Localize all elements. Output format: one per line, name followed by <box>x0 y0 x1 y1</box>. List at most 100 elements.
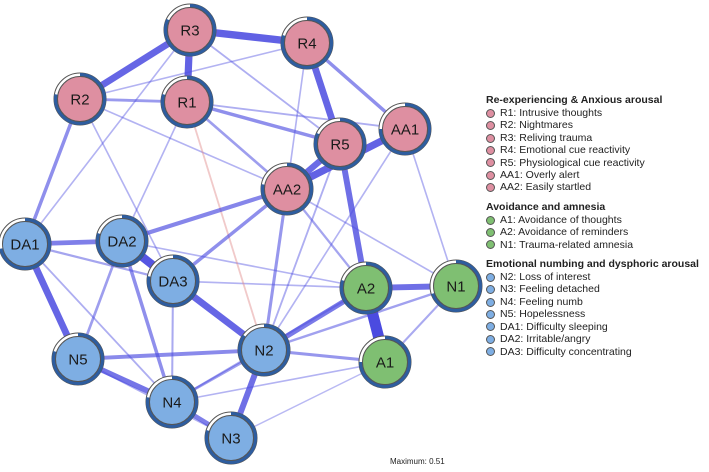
node-n4: N4 <box>145 375 199 429</box>
legend-item: A2: Avoidance of reminders <box>484 226 706 238</box>
legend-swatch <box>486 121 495 131</box>
edge-N2-N1 <box>262 284 458 352</box>
node-pie-arc <box>96 215 148 267</box>
node-label: N2 <box>254 343 273 360</box>
node-label: A2 <box>357 281 375 298</box>
edge-AA2-N2 <box>262 187 289 352</box>
legend-swatch <box>486 347 495 357</box>
node-da2: DA2 <box>95 214 149 268</box>
legend-item: DA2: Irritable/angry <box>484 333 706 345</box>
node-pie-arc <box>146 376 198 428</box>
maximum-label: Maximum: 0.51 <box>390 457 445 466</box>
edge-R2-R4 <box>79 42 308 100</box>
legend-item-label: N5: Hopelessness <box>500 308 586 321</box>
legend-item: R1: Intrusive thoughts <box>484 107 706 119</box>
edge-AA1-N2 <box>263 128 406 351</box>
node-n5: N5 <box>51 332 105 386</box>
node-n2: N2 <box>237 323 291 377</box>
legend-group-title: Emotional numbing and dysphoric arousal <box>486 258 699 271</box>
legend-item-label: R3: Reliving trauma <box>500 131 593 144</box>
legend-item-label: DA2: Irritable/angry <box>500 333 591 346</box>
node-r5: R5 <box>313 117 367 171</box>
node-pie-arc <box>147 255 199 307</box>
node-pie-arc <box>379 103 431 155</box>
legend-item: N1: Trauma-related amnesia <box>484 239 706 251</box>
node-r1: R1 <box>160 75 214 129</box>
node-fill <box>343 265 389 311</box>
node-pie-arc <box>54 73 106 125</box>
node-r3: R3 <box>163 3 217 57</box>
node-fill <box>241 327 287 373</box>
edge-DA1-N4 <box>24 243 173 403</box>
node-label: AA1 <box>391 122 419 139</box>
node-label: N5 <box>68 352 87 369</box>
node-pie-arc <box>261 163 313 215</box>
node-pie-arc <box>340 262 392 314</box>
node-fill <box>99 218 145 264</box>
node-fill <box>284 20 330 66</box>
node-pie-arc <box>314 118 366 170</box>
node-label: DA1 <box>10 237 39 254</box>
legend-swatch <box>486 183 495 193</box>
node-fill <box>167 7 213 53</box>
node-pie-arc <box>359 336 411 388</box>
edge-AA1-N1 <box>404 128 457 287</box>
edge-R5-N2 <box>263 143 341 351</box>
legend-item: AA2: Easily startled <box>484 181 706 193</box>
legend-swatch <box>486 133 495 143</box>
edge-R3-DA1 <box>24 29 191 245</box>
node-n1: N1 <box>429 259 483 313</box>
edge-N3-A1 <box>230 361 386 439</box>
node-label: AA2 <box>273 182 301 199</box>
edge-N5-N2 <box>76 348 266 361</box>
edge-R1-N2 <box>186 101 265 351</box>
edge-DA2-A2 <box>121 240 367 289</box>
legend-item: N4: Feeling numb <box>484 296 706 308</box>
legend-item-label: N1: Trauma-related amnesia <box>500 238 634 251</box>
legend-swatch <box>486 145 495 155</box>
node-label: DA2 <box>107 234 136 251</box>
node-a2: A2 <box>339 261 393 315</box>
node-fill <box>57 76 103 122</box>
node-pie-arc <box>238 324 290 376</box>
legend-item-label: R4: Emotional cue reactivity <box>500 144 631 157</box>
legend-item: N5: Hopelessness <box>484 308 706 320</box>
edge-R2-DA3 <box>79 98 174 282</box>
node-pie-arc <box>281 17 333 69</box>
legend-swatch <box>486 309 495 319</box>
legend-swatch <box>486 322 495 332</box>
node-fill <box>164 79 210 125</box>
legend-group-title: Avoidance and amnesia <box>486 200 606 213</box>
node-da3: DA3 <box>146 254 200 308</box>
node-r2: R2 <box>53 72 107 126</box>
node-fill <box>150 258 196 304</box>
node-label: R4 <box>297 36 316 53</box>
node-fill <box>382 106 428 152</box>
edge-R1-AA1 <box>186 101 406 130</box>
node-fill <box>362 339 408 385</box>
edge-R2-AA2 <box>79 98 288 190</box>
node-fill <box>433 263 479 309</box>
legend-item: R4: Emotional cue reactivity <box>484 144 706 156</box>
legend-swatch <box>486 240 495 250</box>
node-fill <box>208 415 254 461</box>
node-label: R3 <box>180 23 199 40</box>
legend-item-label: N3: Feeling detached <box>500 283 600 296</box>
edge-R3-R5 <box>189 29 341 145</box>
legend-item: DA3: Difficulty concentrating <box>484 346 706 358</box>
legend-item: R5: Physiological cue reactivity <box>484 157 706 169</box>
legend-swatch <box>486 334 495 344</box>
node-aa2: AA2 <box>260 162 314 216</box>
legend-item-label: R2: Nightmares <box>500 119 573 132</box>
legend-swatch <box>486 170 495 180</box>
node-pie-arc <box>0 218 51 270</box>
legend-swatch <box>486 272 495 282</box>
node-a1: A1 <box>358 335 412 389</box>
node-pie-arc <box>205 412 257 464</box>
edge-DA3-A2 <box>172 280 367 289</box>
node-n3: N3 <box>204 411 258 465</box>
legend-item: AA1: Overly alert <box>484 169 706 181</box>
